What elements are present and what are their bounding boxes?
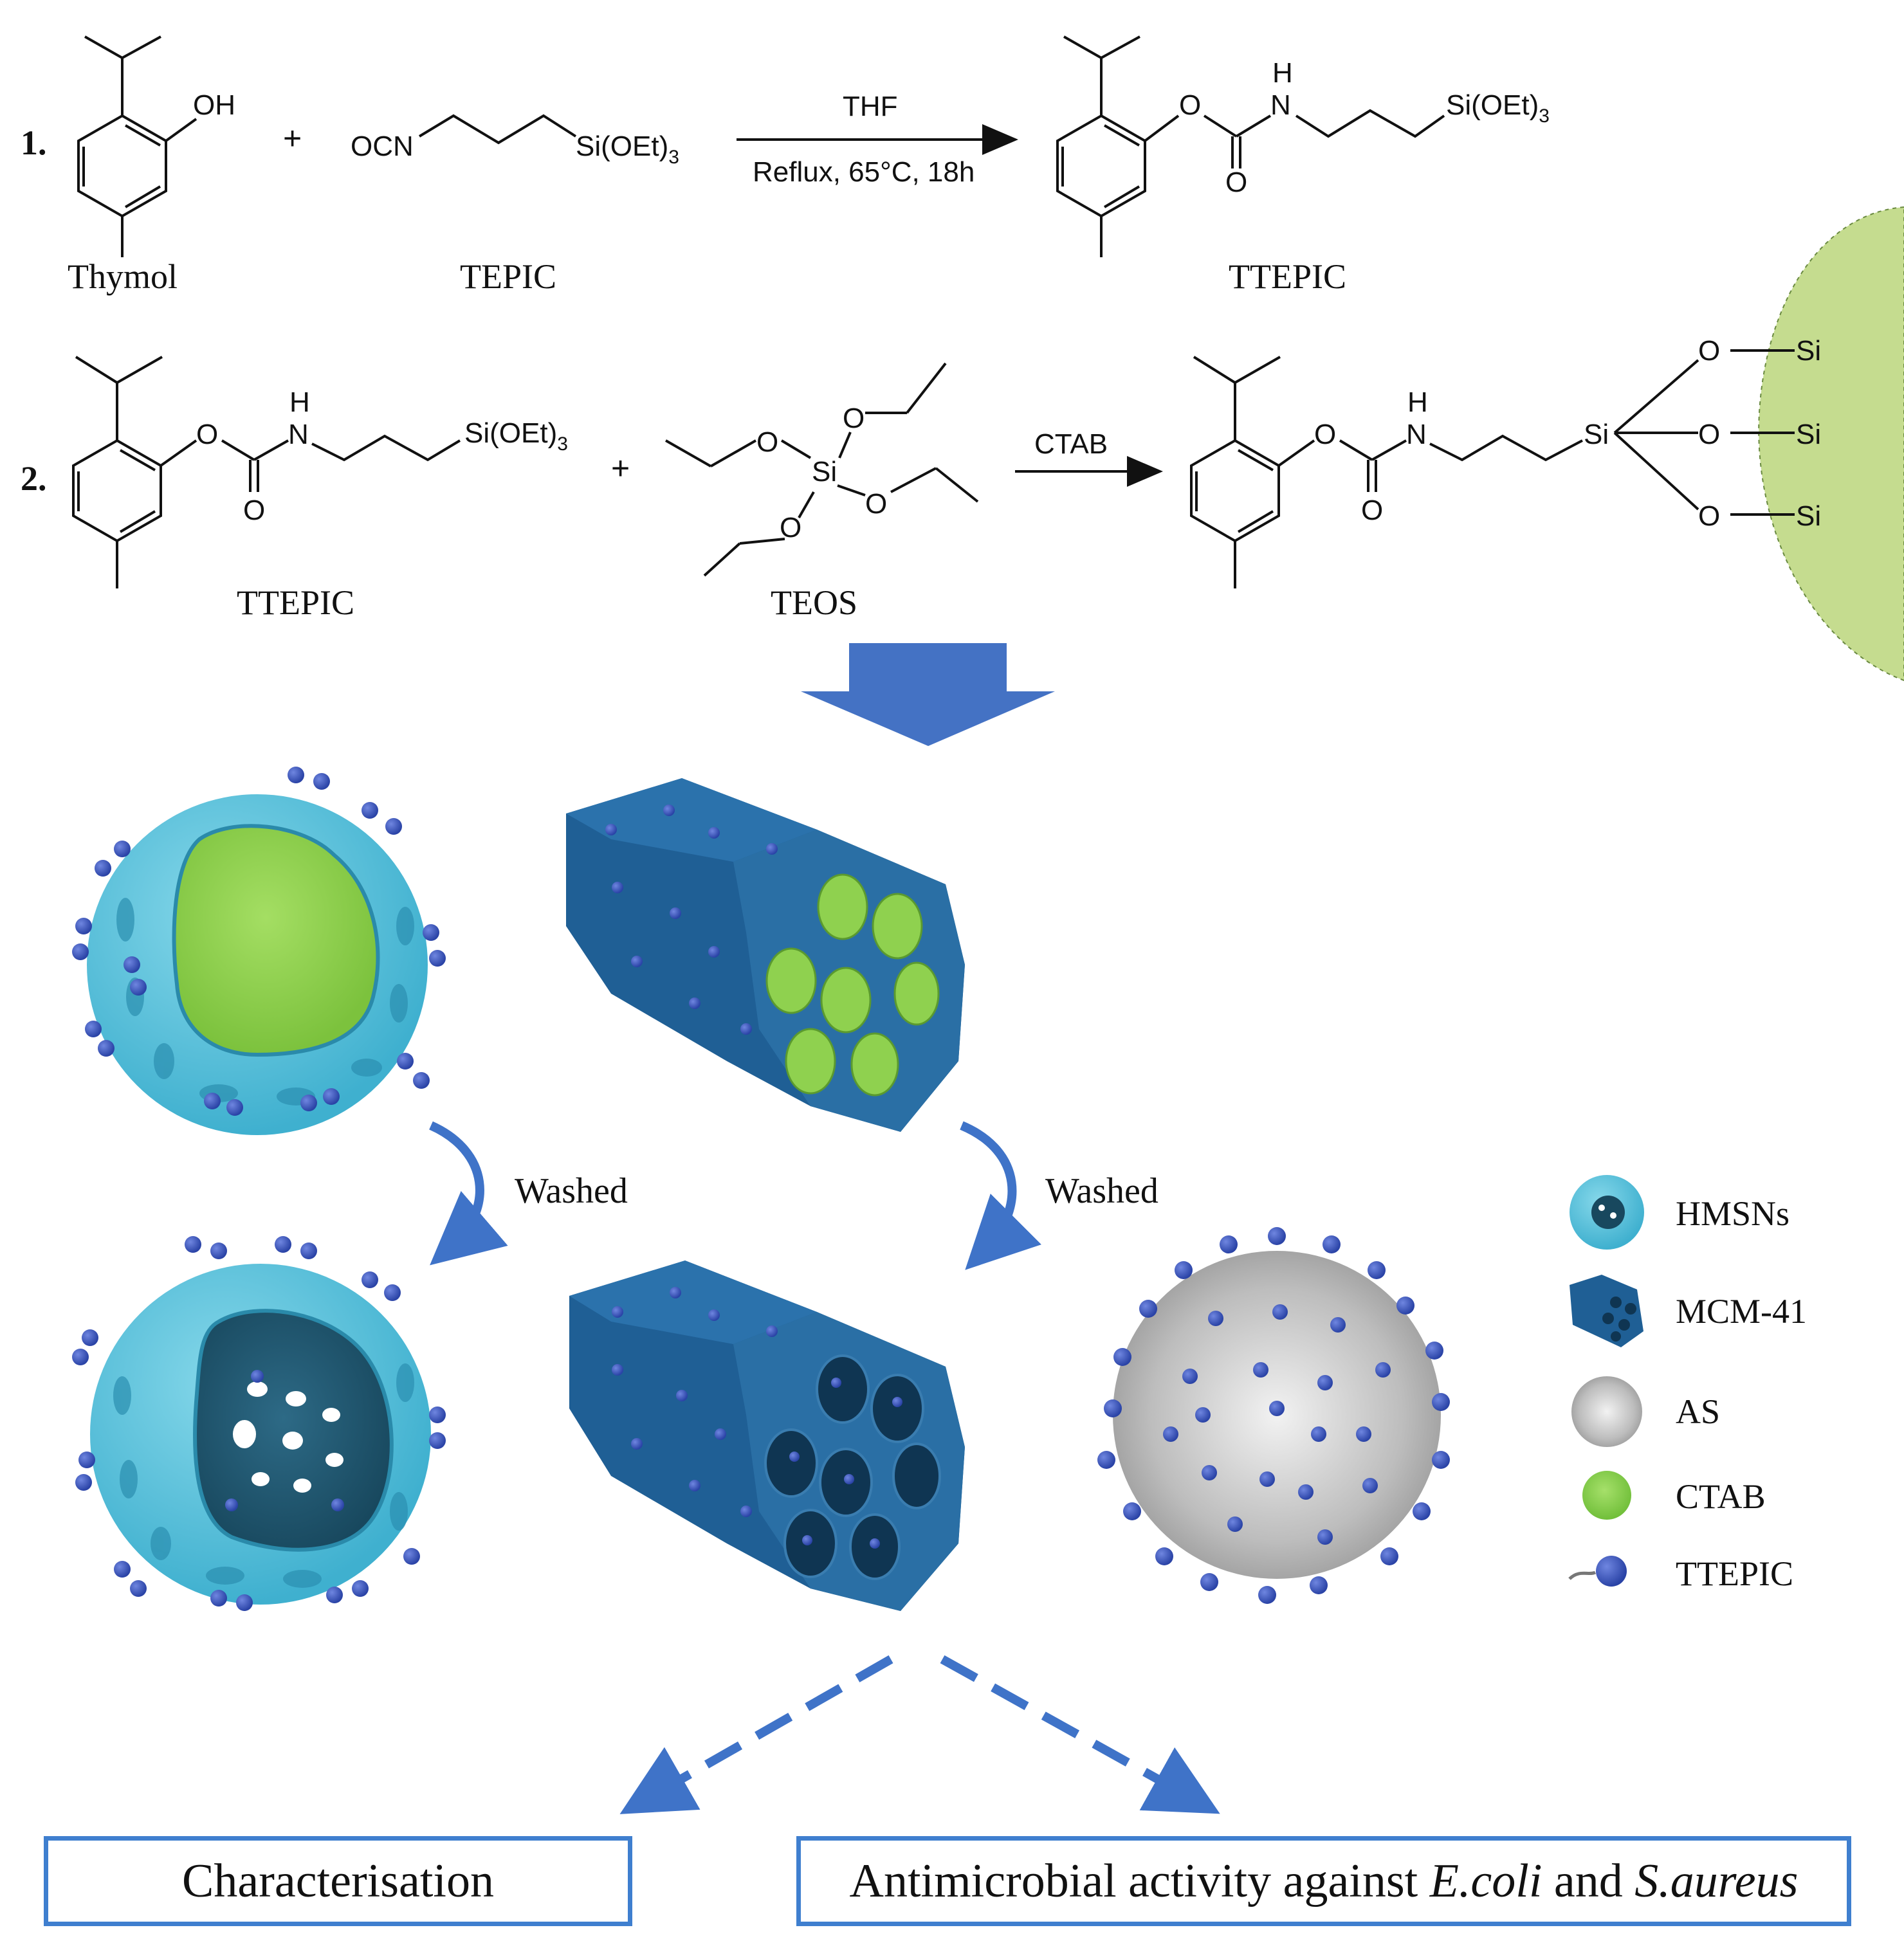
legend-mcm41-icon xyxy=(1570,1275,1643,1347)
legend-ctab-icon xyxy=(1582,1471,1631,1520)
tepic-ocn-label: OCN xyxy=(351,131,414,162)
surface-si-top: Si xyxy=(1796,335,1821,367)
ttepic2-nh-h: H xyxy=(289,387,310,418)
legend-hmsn-icon xyxy=(1570,1175,1644,1250)
dashed-arrow-right xyxy=(940,1655,1220,1814)
legend-label-ctab: CTAB xyxy=(1676,1477,1766,1516)
legend: HMSNs MCM-41 AS CTAB TTEPIC xyxy=(1568,1175,1807,1593)
grafted-si-center: Si xyxy=(1584,419,1609,450)
step1-reagent: THF xyxy=(843,91,898,122)
bridge-o-top: O xyxy=(1698,335,1720,367)
surface-si-middle: Si xyxy=(1796,419,1821,450)
mcm41-washed-particle xyxy=(569,1261,965,1611)
saureus-name: S.aureus xyxy=(1634,1854,1799,1907)
antimicrobial-label: Antimicrobial activity against E.coli an… xyxy=(850,1854,1799,1909)
teos-label: TEOS xyxy=(771,583,857,622)
tepic-si-label: Si(OEt)3 xyxy=(576,131,679,168)
washed-label-left: Washed xyxy=(515,1171,628,1211)
teos-o-bottom: O xyxy=(780,512,801,543)
grafted-ester-o: O xyxy=(1314,419,1336,450)
ttepic1-label: TTEPIC xyxy=(1229,257,1346,296)
mcm41-ctab-particle xyxy=(566,778,965,1132)
step1-plus: + xyxy=(283,120,302,156)
teos-o-right: O xyxy=(865,488,887,520)
characterisation-box: Characterisation xyxy=(44,1836,632,1926)
ttepic1-nh-n: N xyxy=(1270,89,1291,121)
ttepic2-nh-n: N xyxy=(288,419,309,450)
characterisation-label: Characterisation xyxy=(182,1854,494,1907)
thymol-oh-label: OH xyxy=(193,89,235,121)
washed-arrow-right xyxy=(960,1121,1042,1270)
teos-o-top: O xyxy=(843,403,865,434)
teos-si: Si xyxy=(812,456,837,487)
thymol-label: Thymol xyxy=(68,257,178,296)
ttepic2-label: TTEPIC xyxy=(237,583,354,622)
grafted-carbonyl-o: O xyxy=(1361,495,1383,526)
step2-reagent: CTAB xyxy=(1034,428,1108,460)
teos-bonds xyxy=(665,362,979,577)
step1-conditions: Reflux, 65°C, 18h xyxy=(753,156,975,188)
step1-number: 1. xyxy=(21,123,47,162)
grafted-nh-n: N xyxy=(1406,419,1427,450)
antimicrobial-prefix: Antimicrobial activity against xyxy=(849,1854,1430,1907)
ttepic1-si-label: Si(OEt)3 xyxy=(1446,89,1550,127)
silica-surface xyxy=(1758,206,1904,682)
teos-o-left: O xyxy=(756,426,778,458)
ecoli-name: E.coli xyxy=(1429,1854,1542,1907)
tepic-chain xyxy=(418,114,577,145)
washed-label-right: Washed xyxy=(1045,1171,1158,1211)
ttepic1-ester-o: O xyxy=(1179,89,1201,121)
legend-label-ttepic: TTEPIC xyxy=(1676,1554,1793,1593)
hmsn-washed-particle xyxy=(72,1236,446,1611)
legend-label-as: AS xyxy=(1676,1392,1720,1431)
ttepic2-si-label: Si(OEt)3 xyxy=(464,417,568,455)
legend-label-hmsns: HMSNs xyxy=(1676,1194,1790,1233)
bridge-o-middle: O xyxy=(1698,419,1720,450)
ttepic2-carbonyl-o: O xyxy=(243,495,265,526)
antimicrobial-and: and xyxy=(1542,1854,1635,1907)
step2-plus: + xyxy=(611,450,630,486)
tepic-label: TEPIC xyxy=(460,257,556,296)
bridge-o-bottom: O xyxy=(1698,500,1720,532)
grafted-nh-h: H xyxy=(1407,387,1428,418)
surface-si-bottom: Si xyxy=(1796,500,1821,532)
hmsn-ctab-particle xyxy=(72,767,446,1135)
step2-grafted-structure xyxy=(1190,349,1795,588)
ttepic2-ester-o: O xyxy=(196,419,218,450)
step1-ttepic-structure xyxy=(1056,35,1445,257)
as-particle xyxy=(1097,1227,1450,1604)
ttepic1-nh-h: H xyxy=(1272,57,1293,89)
process-down-arrow xyxy=(801,643,1055,746)
legend-label-mcm41: MCM-41 xyxy=(1676,1292,1807,1331)
ttepic1-carbonyl-o: O xyxy=(1225,167,1247,198)
dashed-arrow-left xyxy=(619,1655,893,1814)
step1-thymol-structure xyxy=(77,35,197,257)
washed-arrow-left xyxy=(429,1121,508,1266)
step2-ttepic-structure xyxy=(72,356,461,588)
legend-as-icon xyxy=(1571,1376,1642,1447)
antimicrobial-box: Antimicrobial activity against E.coli an… xyxy=(796,1836,1851,1926)
step2-number: 2. xyxy=(21,459,47,498)
legend-ttepic-icon xyxy=(1568,1556,1627,1587)
